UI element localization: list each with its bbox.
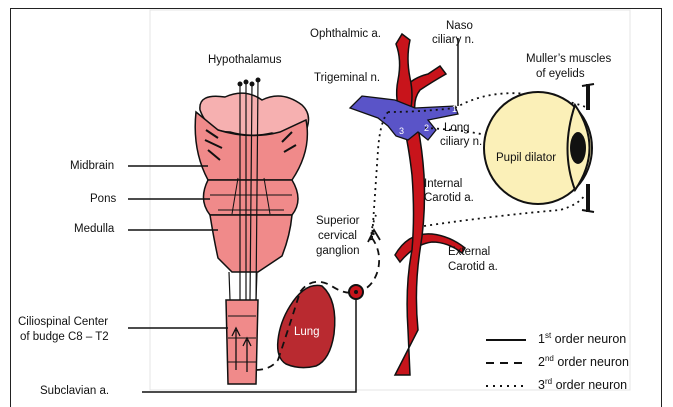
internal-carotid-label-line1: Internal [424,177,462,191]
legend-third-order-text: order neuron [556,378,628,392]
pupil-dilator-label: Pupil dilator [496,151,556,165]
superior-cervical-label-line2: cervical [318,229,357,243]
legend-second-order-sup: nd [545,354,554,363]
hypothalamus-label: Hypothalamus [208,53,282,67]
trigeminal-branch-2-label: 2 [424,121,429,135]
superior-cervical-label-line3: ganglion [316,244,359,258]
spinal-cord [226,300,258,384]
muller-label-line1: Muller’s muscles [526,52,611,66]
superior-cervical-label-line1: Superior [316,214,359,228]
trigeminal-branch-1-label: 1 [452,102,457,116]
legend-first-order: 1st order neuron [538,332,626,346]
legend-first-order-sup: st [545,331,551,340]
midbrain-label: Midbrain [70,159,114,173]
nasociliary-label-line2: ciliary n. [432,33,474,47]
legend-third-order: 3rd order neuron [538,378,627,392]
subclavian-label: Subclavian a. [40,384,109,398]
external-carotid-label-line1: External [448,245,490,259]
legend-third-order-num: 3 [538,378,545,392]
eye [484,84,594,212]
legend-second-order: 2nd order neuron [538,355,629,369]
long-ciliary-label-line1: Long [444,121,470,135]
pons-label: Pons [90,192,116,206]
ciliospinal-label-line1: Ciliospinal Center [18,315,108,329]
muller-label-line2: of eyelids [536,67,585,81]
legend-third-order-sup: rd [545,377,552,386]
legend-first-order-text: order neuron [555,332,627,346]
ophthalmic-label: Ophthalmic a. [310,27,381,41]
trigeminal-label: Trigeminal n. [314,71,380,85]
nasociliary-label-line1: Naso [446,19,473,33]
long-ciliary-label-line2: ciliary n. [440,135,482,149]
legend-lines [486,340,526,386]
legend-first-order-num: 1 [538,332,545,346]
ciliospinal-label-line2: of budge C8 – T2 [20,330,109,344]
lung-label: Lung [294,325,320,339]
medulla-label: Medulla [74,222,114,236]
external-carotid-label-line2: Carotid a. [448,260,498,274]
trigeminal-branch-3-label: 3 [399,124,404,138]
legend-second-order-num: 2 [538,355,545,369]
legend-second-order-text: order neuron [557,355,629,369]
pupil [570,132,586,164]
internal-carotid-label-line2: Carotid a. [424,191,474,205]
